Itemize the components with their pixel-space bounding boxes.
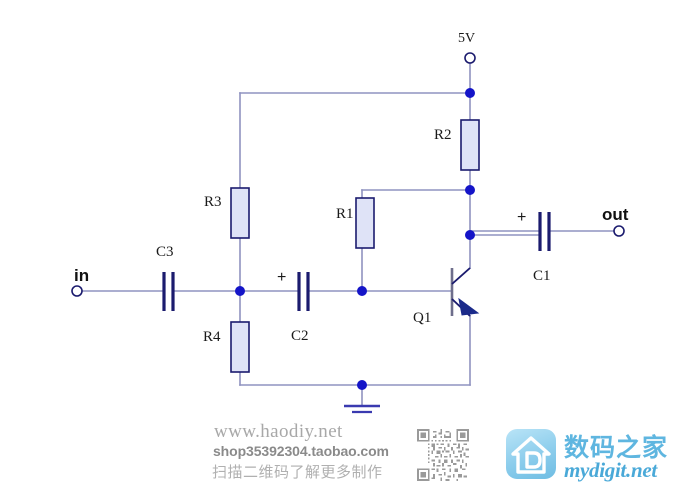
resistor-R3-body[interactable] bbox=[230, 187, 250, 239]
label-out: out bbox=[602, 205, 629, 224]
transistor-emitter-arrow bbox=[458, 297, 480, 316]
junction-group bbox=[235, 88, 475, 390]
polarity-group: + + bbox=[277, 209, 526, 286]
label-R4: R4 bbox=[203, 329, 221, 345]
mydigit-logo[interactable]: 数码之家 mydigit.net bbox=[506, 429, 674, 482]
junction-dot bbox=[465, 185, 475, 195]
polarity-plus-C1: + bbox=[517, 209, 526, 226]
terminal-input-circle[interactable] bbox=[71, 285, 83, 297]
terminal-output-circle[interactable] bbox=[613, 225, 625, 237]
house-d-icon bbox=[511, 436, 551, 474]
junction-dot bbox=[357, 380, 367, 390]
label-in: in bbox=[74, 266, 89, 285]
watermark-site: www.haodiy.net bbox=[214, 421, 343, 442]
label-C3: C3 bbox=[156, 244, 174, 260]
transistor-Q1[interactable] bbox=[450, 267, 480, 317]
wire-group bbox=[81, 63, 615, 406]
qr-code-icon bbox=[417, 429, 469, 481]
terminal-supply-circle[interactable] bbox=[464, 52, 476, 64]
ground-symbol[interactable] bbox=[344, 404, 380, 414]
label-Q1: Q1 bbox=[413, 310, 431, 326]
label-group: R1 R2 R3 R4 C3 C2 C1 Q1 5V bbox=[156, 31, 551, 345]
resistor-R4-body[interactable] bbox=[230, 321, 250, 373]
label-C1: C1 bbox=[533, 268, 551, 284]
watermark-shop: shop35392304.taobao.com bbox=[213, 443, 389, 459]
watermark-scan-text: 扫描二维码了解更多制作 bbox=[212, 463, 383, 481]
io-label-group: in out bbox=[74, 205, 629, 285]
label-C2: C2 bbox=[291, 328, 309, 344]
label-R3: R3 bbox=[204, 194, 222, 210]
junction-dot bbox=[465, 88, 475, 98]
capacitor-group bbox=[162, 212, 551, 311]
logo-badge-icon bbox=[506, 429, 556, 479]
logo-domain: mydigit.net bbox=[564, 458, 657, 482]
resistor-R2-body[interactable] bbox=[460, 119, 480, 171]
label-R1: R1 bbox=[336, 206, 354, 222]
logo-chinese-name: 数码之家 bbox=[564, 433, 669, 462]
polarity-plus-C2: + bbox=[277, 269, 286, 286]
junction-dot bbox=[235, 286, 245, 296]
terminal-group bbox=[71, 52, 625, 297]
label-supply: 5V bbox=[458, 31, 475, 46]
transistor-collector-lead bbox=[451, 267, 471, 285]
label-R2: R2 bbox=[434, 127, 452, 143]
resistor-group bbox=[230, 119, 480, 373]
junction-dot bbox=[357, 286, 367, 296]
junction-dot bbox=[465, 230, 475, 240]
resistor-R1-body[interactable] bbox=[355, 197, 375, 249]
